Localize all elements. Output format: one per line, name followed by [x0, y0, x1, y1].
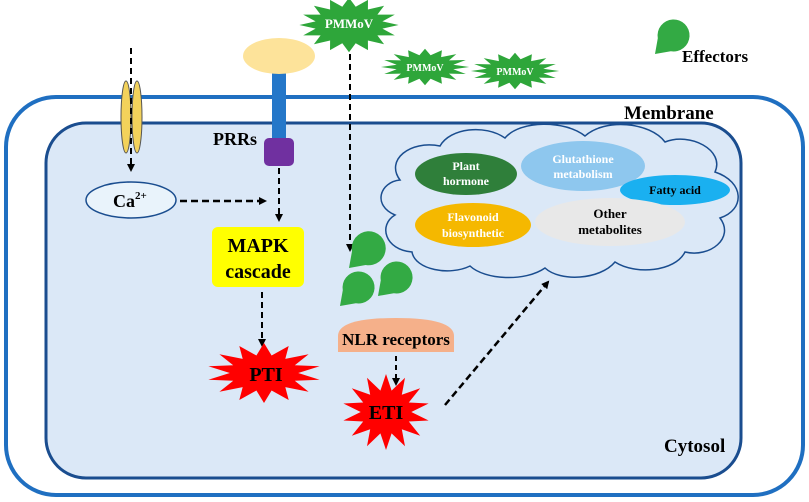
pti-burst — [208, 343, 320, 403]
calcium-label: Ca2+ — [113, 190, 147, 211]
pmmov-label-small-1: PMMoV — [406, 63, 444, 74]
cytosol-label: Cytosol — [664, 436, 725, 457]
pmmov-virus-small-2 — [470, 52, 560, 90]
other-metabolites-node — [535, 198, 685, 246]
glutathione-label-2: metabolism — [553, 167, 612, 181]
eti-label: ETI — [369, 402, 404, 424]
nlr-label: NLR receptors — [342, 330, 450, 349]
glutathione-node — [521, 141, 645, 191]
eti-to-metabolites-arrow — [444, 280, 550, 406]
mapk-label-line1: MAPK — [227, 235, 289, 257]
prrs-label: PRRs — [213, 129, 257, 149]
fatty-acid-label: Fatty acid — [649, 183, 701, 197]
effector-icon-2 — [340, 271, 375, 306]
effector-icon-3 — [378, 261, 413, 296]
plant-hormone-node — [415, 153, 517, 195]
fatty-acid-node — [620, 175, 730, 205]
flavonoid-node — [415, 203, 531, 247]
flavonoid-label-1: Flavonoid — [447, 210, 499, 224]
membrane-label: Membrane — [624, 103, 714, 124]
effector-legend-icon — [655, 19, 690, 54]
plant-hormone-label-2: hormone — [443, 174, 490, 188]
pmmov-virus-small-1 — [380, 48, 470, 86]
other-metabolites-label-1: Other — [593, 206, 626, 221]
calcium-node — [85, 181, 177, 219]
other-metabolites-label-2: metabolites — [578, 222, 642, 237]
mapk-label-line2: cascade — [225, 261, 291, 283]
mapk-box — [212, 227, 304, 287]
effector-icon-1 — [349, 231, 386, 268]
pti-label: PTI — [249, 364, 283, 386]
pmmov-label-small-2: PMMoV — [496, 67, 534, 78]
effectors-legend-label: Effectors — [682, 47, 748, 66]
flavonoid-label-2: biosynthetic — [442, 226, 505, 240]
prr-receptor — [243, 38, 315, 166]
plant-hormone-label-1: Plant — [452, 159, 479, 173]
nlr-receptor-shape — [338, 318, 454, 352]
pmmov-virus-main — [299, 0, 399, 53]
calcium-channel — [120, 80, 143, 154]
eti-burst — [343, 374, 429, 450]
glutathione-label-1: Glutathione — [552, 152, 614, 166]
pmmov-label-main: PMMoV — [325, 16, 374, 31]
